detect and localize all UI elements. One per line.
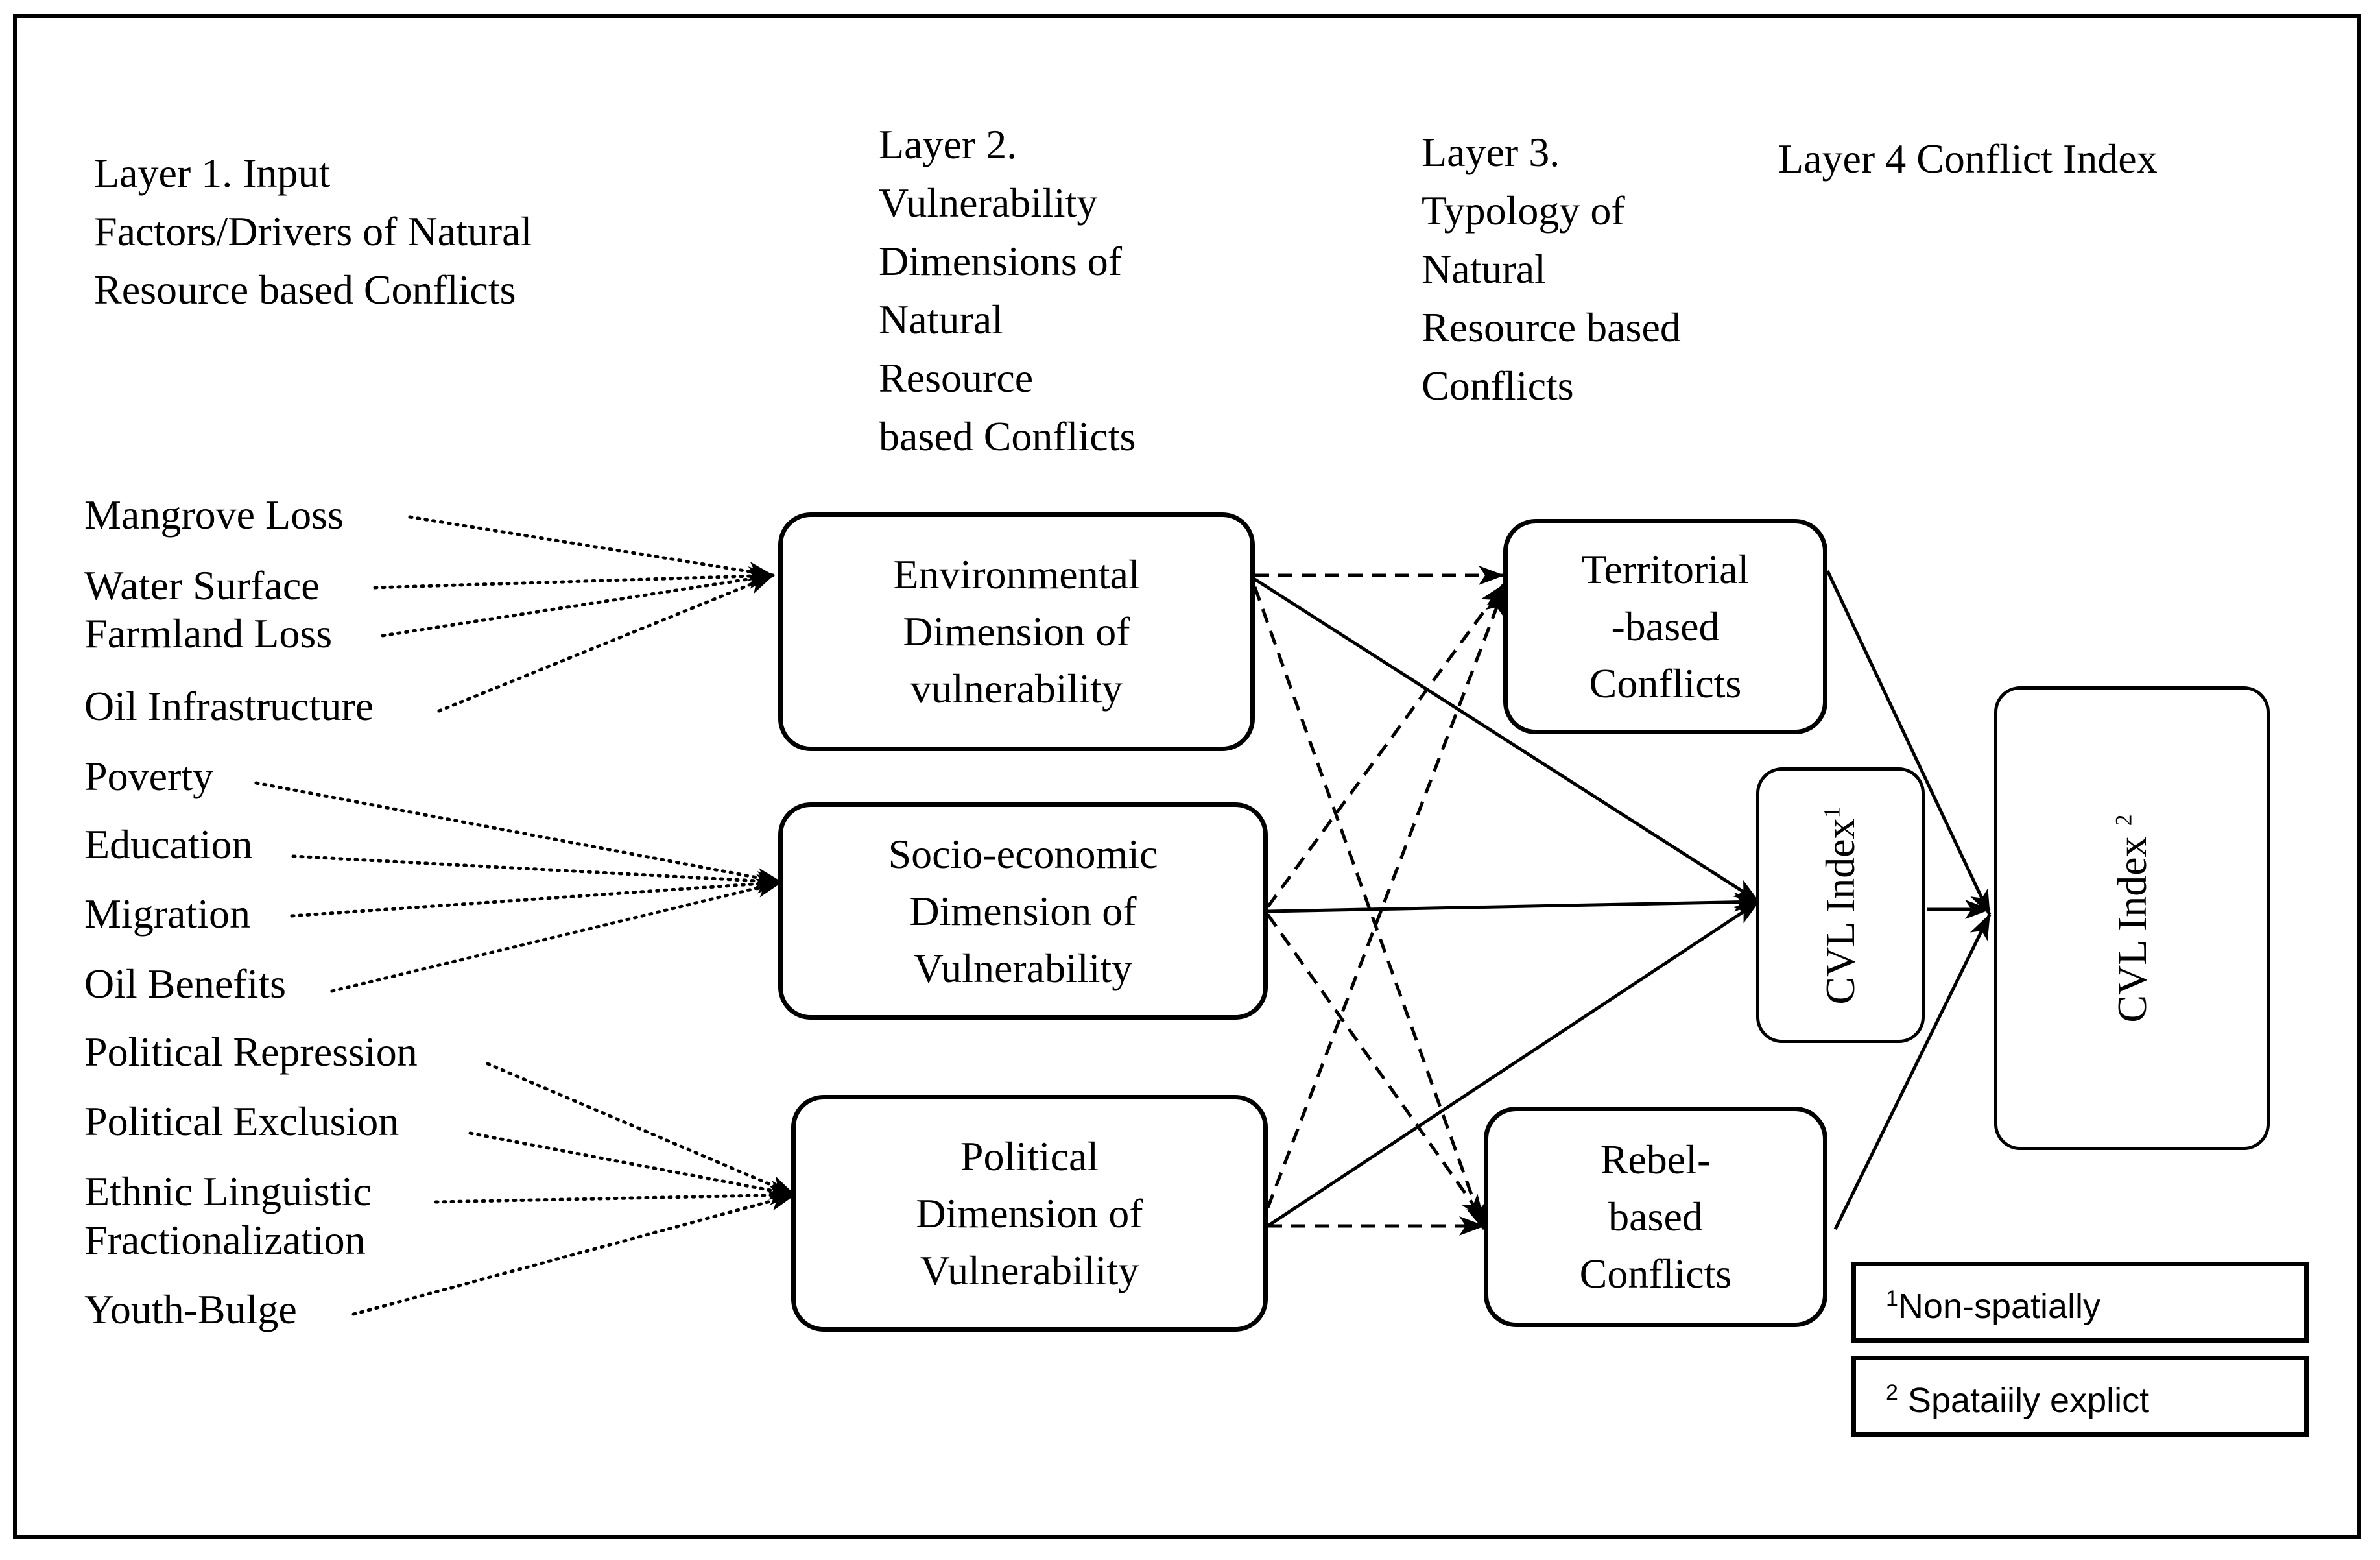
factor-farmland-loss: Farmland Loss — [84, 610, 335, 658]
arrow-mangrove-loss — [408, 515, 775, 581]
political-dimension-box: Political Dimension of Vulnerability — [791, 1095, 1268, 1332]
box-line: Vulnerability — [913, 944, 1133, 991]
factor-oil-infrastructure: Oil Infrastructure — [84, 682, 377, 730]
arrow-political-exclusion — [468, 1131, 796, 1200]
arrow-socio-cvl1 — [1267, 892, 1760, 913]
factor-migration: Migration — [84, 890, 253, 938]
socio-input-arrows — [254, 781, 783, 993]
cvl-index-1-sup: 1 — [1818, 806, 1845, 818]
arrow-political-territorial — [1266, 589, 1505, 1208]
cvl-index-2-label: CVL Index 2 — [2108, 814, 2156, 1022]
cvl2-arrows — [1826, 570, 1992, 1230]
arrow-oil-benefits — [330, 878, 783, 993]
header-line: Typology of — [1422, 187, 1625, 234]
header-line: Natural — [879, 296, 1003, 342]
box-line: Conflicts — [1579, 1251, 1732, 1297]
factor-ethnic-linguistic: Ethnic Linguistic — [84, 1168, 374, 1216]
box-line: Socio-economic — [888, 830, 1158, 877]
territorial-conflicts-box: Territorial -based Conflicts — [1503, 519, 1827, 734]
socioeconomic-dimension-box: Socio-economic Dimension of Vulnerabilit… — [778, 802, 1268, 1020]
arrow-socio-rebel — [1266, 913, 1486, 1221]
legend-text: Non-spatially — [1898, 1287, 2101, 1326]
cvl-index-2-box: CVL Index 2 — [1994, 686, 2270, 1150]
header-line: Resource based Conflicts — [94, 267, 516, 313]
box-line: Vulnerability — [920, 1247, 1139, 1293]
arrow-rebel-cvl2 — [1833, 913, 1992, 1230]
legend-sup: 2 — [1886, 1380, 1898, 1405]
arrow-territorial-cvl2 — [1826, 570, 1992, 916]
arrow-ethnic-linguistic — [434, 1185, 796, 1205]
arrow-poverty — [254, 781, 783, 887]
political-input-arrows — [351, 1062, 796, 1316]
cvl-index-1-label: CVL Index1 — [1816, 806, 1864, 1004]
legend-spatially-explicit: 2 Spataiily explict — [1851, 1356, 2309, 1437]
box-line: Dimension of — [909, 887, 1137, 934]
box-line: Conflicts — [1589, 660, 1742, 706]
header-line: Resource — [879, 355, 1034, 401]
arrow-farmland-loss — [381, 569, 775, 638]
header-line: Conflicts — [1422, 363, 1574, 409]
header-line: Layer 1. Input — [94, 150, 331, 196]
factor-fractionalization: Fractionalization — [84, 1216, 368, 1264]
factor-youth-bulge: Youth-Bulge — [84, 1286, 300, 1334]
header-line: Natural — [1422, 246, 1546, 292]
rebel-conflicts-box: Rebel- based Conflicts — [1484, 1107, 1827, 1327]
arrow-oil-infrastructure — [437, 573, 775, 713]
cvl-index-2-text: CVL Index — [2108, 835, 2155, 1023]
cvl1-arrows — [1254, 577, 1760, 1228]
header-line: based Conflicts — [879, 413, 1136, 459]
factor-political-exclusion: Political Exclusion — [84, 1098, 402, 1146]
legend-non-spatially: 1Non-spatially — [1851, 1262, 2309, 1343]
box-line: Environmental — [893, 551, 1140, 597]
factor-education: Education — [84, 821, 256, 869]
env-input-arrows — [373, 515, 775, 713]
arrow-env-cvl1 — [1254, 577, 1760, 904]
header-line: Dimensions of — [879, 238, 1123, 284]
factor-political-repression: Political Repression — [84, 1028, 420, 1076]
header-line: Layer 2. — [879, 121, 1017, 167]
box-line: Territorial — [1581, 546, 1750, 592]
factor-mangrove-loss: Mangrove Loss — [84, 491, 346, 539]
environmental-dimension-box: Environmental Dimension of vulnerability — [778, 512, 1255, 751]
arrow-political-repression — [486, 1062, 796, 1197]
box-line: Dimension of — [903, 608, 1130, 654]
factor-poverty: Poverty — [84, 752, 217, 800]
arrow-political-cvl1 — [1267, 900, 1760, 1228]
cvl-index-1-text: CVL Index — [1817, 817, 1863, 1005]
cvl-index-1-box: CVL Index1 — [1756, 767, 1925, 1043]
box-line: -based — [1611, 603, 1720, 649]
diagram-frame — [13, 14, 2361, 1539]
cvl-index-2-sup: 2 — [2110, 813, 2137, 826]
typology-arrows — [1253, 566, 1505, 1236]
arrow-education — [291, 854, 783, 891]
box-line: Dimension of — [916, 1190, 1143, 1236]
arrow-socio-territorial — [1266, 584, 1505, 908]
header-line: Layer 3. — [1422, 129, 1560, 175]
legend-text: Spataiily explict — [1898, 1381, 2150, 1420]
box-line: vulnerability — [910, 666, 1123, 712]
header-line: Factors/Drivers of Natural — [94, 208, 532, 254]
layer4-header: Layer 4 Conflict Index — [1778, 130, 2158, 188]
header-line: Vulnerability — [879, 180, 1098, 226]
header-line: Resource based — [1422, 304, 1681, 350]
layer1-header: Layer 1. Input Factors/Drivers of Natura… — [94, 144, 532, 319]
layer2-header: Layer 2. Vulnerability Dimensions of Nat… — [879, 115, 1136, 466]
layer3-header: Layer 3. Typology of Natural Resource ba… — [1422, 123, 1681, 415]
box-line: based — [1608, 1194, 1703, 1240]
factor-water-surface: Water Surface — [84, 562, 322, 610]
box-line: Political — [960, 1133, 1099, 1179]
header-line: Layer 4 Conflict Index — [1778, 136, 2158, 182]
arrow-youth-bulge — [351, 1192, 796, 1316]
legend-sup: 1 — [1886, 1286, 1898, 1311]
factor-oil-benefits: Oil Benefits — [84, 960, 289, 1008]
box-line: Rebel- — [1600, 1136, 1711, 1182]
arrow-migration — [290, 874, 783, 918]
